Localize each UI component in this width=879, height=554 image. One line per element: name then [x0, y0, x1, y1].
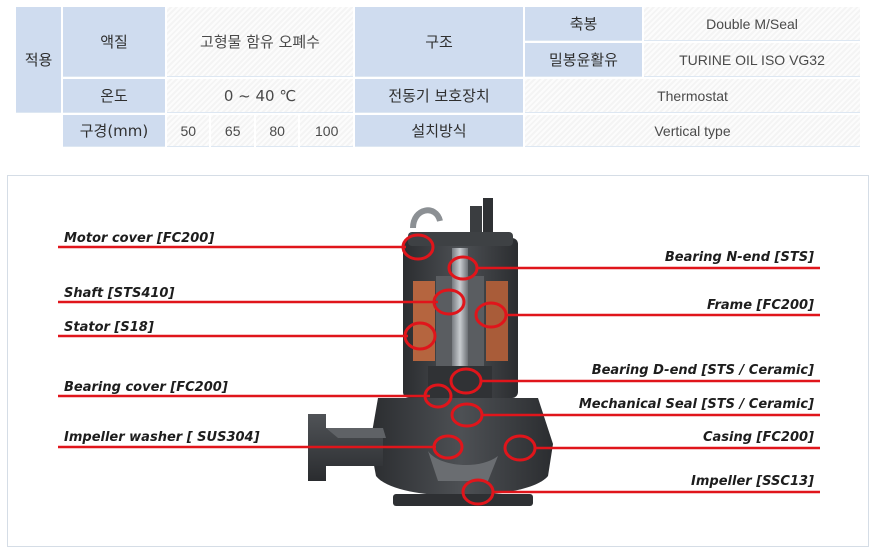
pump-cutaway-svg: Motor cover [FC200] Shaft [STS410] Stato… — [58, 198, 820, 506]
temp-label: 온도 — [63, 79, 165, 113]
circle-impeller-washer — [432, 434, 464, 460]
label-mechanical-seal: Mechanical Seal [STS / Ceramic] — [579, 397, 814, 412]
spacer-cell — [16, 115, 61, 147]
label-bearing-n-end: Bearing N-end [STS] — [665, 250, 814, 265]
lube-label: 밀봉윤활유 — [525, 43, 642, 77]
liquid-label: 액질 — [63, 7, 165, 77]
impeller-vanes — [428, 451, 498, 481]
label-stator: Stator [S18] — [64, 320, 154, 335]
motor-protect-label: 전동기 보호장치 — [355, 79, 523, 113]
shaft-seal-value: Double M/Seal — [644, 7, 860, 41]
circle-motor-cover — [401, 233, 435, 261]
label-impeller: Impeller [SSC13] — [691, 474, 814, 489]
leader-lines — [58, 245, 820, 494]
circle-mechanical-seal — [450, 402, 484, 428]
lifting-handle — [410, 207, 443, 229]
motor-protect-value: Thermostat — [525, 79, 860, 113]
structure-label: 구조 — [355, 7, 523, 77]
callout-circles — [401, 233, 537, 506]
bore-value-100: 100 — [300, 115, 353, 147]
circle-stator — [403, 321, 437, 351]
spec-table: 적용 액질 고형물 함유 오폐수 구조 축봉 Double M/Seal 밀봉윤… — [14, 5, 862, 149]
apply-header: 적용 — [16, 7, 61, 113]
label-shaft: Shaft [STS410] — [64, 286, 174, 301]
circle-bearing-cover — [423, 383, 453, 409]
circle-impeller — [461, 478, 495, 506]
circle-shaft — [432, 288, 466, 316]
install-value: Vertical type — [525, 115, 860, 147]
label-casing: Casing [FC200] — [703, 430, 814, 445]
circle-bearing-n-end — [447, 255, 479, 281]
bore-label: 구경(mm) — [63, 115, 165, 147]
bore-value-65: 65 — [211, 115, 254, 147]
discharge-nozzle — [326, 428, 386, 438]
label-motor-cover: Motor cover [FC200] — [64, 231, 214, 246]
label-impeller-washer: Impeller washer [ SUS304] — [64, 430, 260, 445]
circle-frame — [474, 301, 508, 329]
label-bearing-cover: Bearing cover [FC200] — [64, 380, 228, 395]
shaft-seal-label: 축봉 — [525, 7, 642, 41]
bore-value-80: 80 — [255, 115, 299, 147]
circle-casing — [503, 434, 537, 462]
label-frame: Frame [FC200] — [707, 298, 814, 313]
pump-base — [393, 494, 533, 506]
liquid-value: 고형물 함유 오폐수 — [167, 7, 353, 77]
cable-gland-2 — [483, 198, 493, 244]
pump-cutaway-diagram: Motor cover [FC200] Shaft [STS410] Stato… — [7, 175, 869, 547]
label-bearing-d-end: Bearing D-end [STS / Ceramic] — [592, 363, 814, 378]
circle-bearing-d-end — [449, 367, 483, 395]
lube-value: TURINE OIL ISO VG32 — [644, 43, 860, 77]
temp-value: 0 ~ 40 ℃ — [167, 79, 353, 113]
install-label: 설치방식 — [355, 115, 523, 147]
bore-value-50: 50 — [167, 115, 210, 147]
motor-top-cap — [408, 232, 513, 246]
stator-right — [486, 281, 508, 361]
